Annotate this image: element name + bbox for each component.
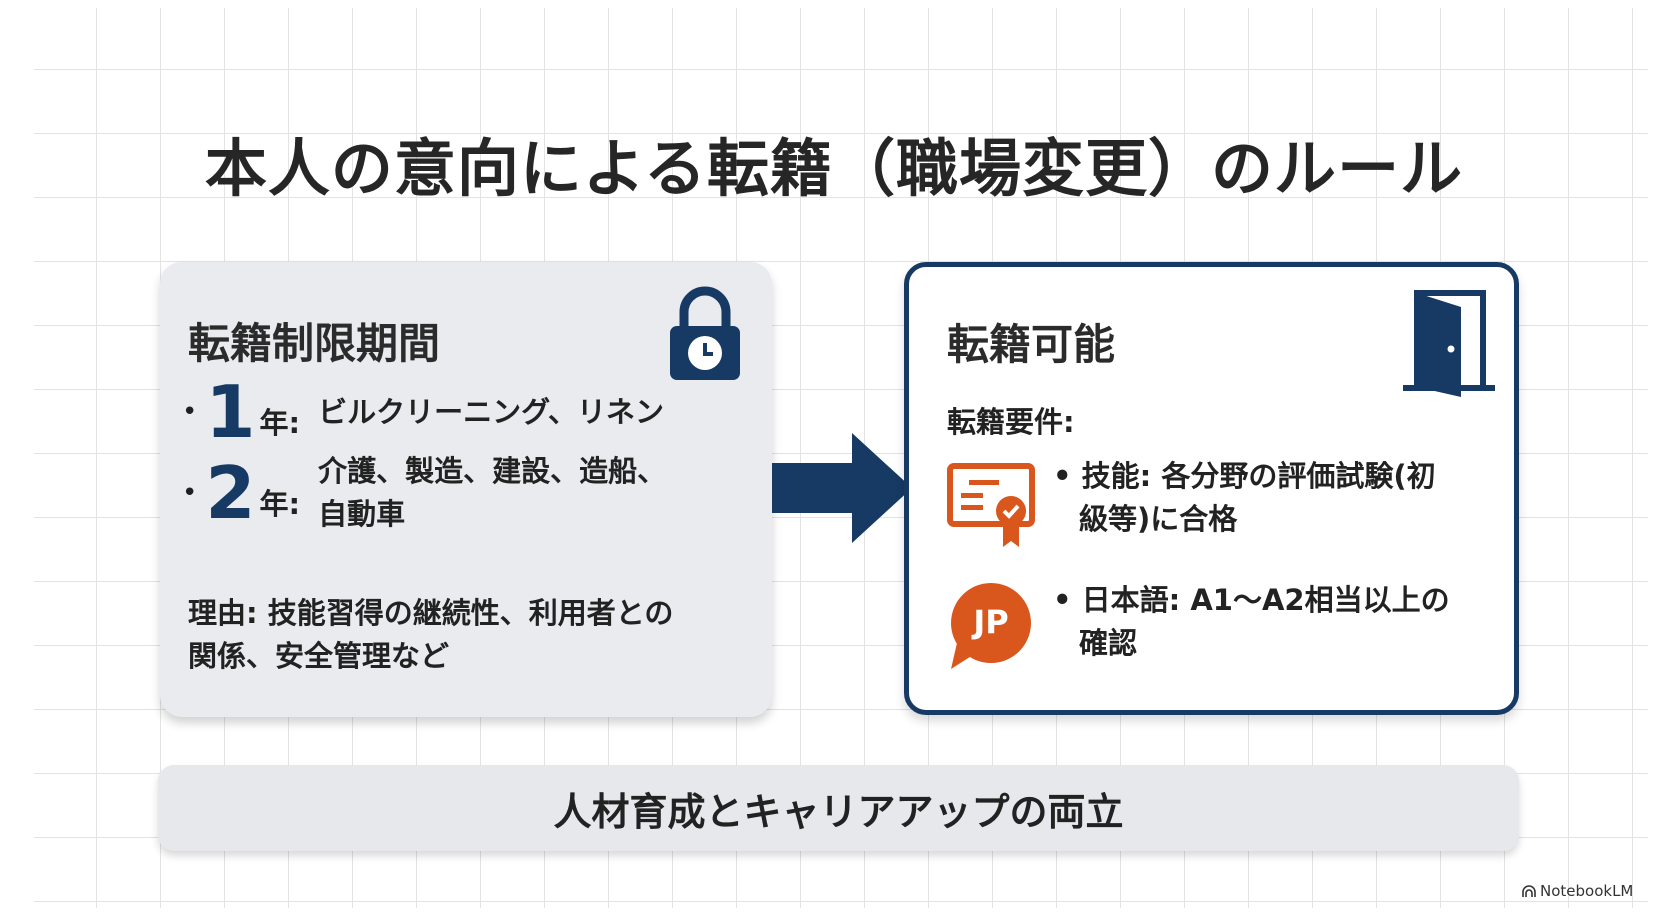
- right-arrow-icon: [772, 433, 912, 543]
- notebooklm-logo-icon: [1522, 885, 1536, 897]
- jp-speech-bubble-icon: JP: [945, 583, 1035, 673]
- lock-clock-icon: [670, 286, 740, 380]
- list-item: • 技能: 各分野の評価試験(初 級等)に合格: [1053, 459, 1436, 536]
- bottom-banner: 人材育成とキャリアアップの両立: [158, 765, 1519, 851]
- list-item: • 2 年: 介護、製造、建設、造船、 自動車: [182, 451, 667, 535]
- year-number: 2: [205, 451, 256, 535]
- card-heading: 転籍制限期間: [188, 319, 441, 368]
- year-number: 1: [205, 370, 256, 454]
- page-title: 本人の意向による転籍（職場変更）のルール: [204, 132, 1464, 205]
- notebooklm-watermark: NotebookLM: [1522, 882, 1633, 900]
- reason-text: 理由: 技能習得の継続性、利用者との 関係、安全管理など: [188, 596, 674, 673]
- transfer-restriction-card: 転籍制限期間 • 1 年: ビルクリーニング、リネン • 2 年: 介護、製造、…: [160, 262, 772, 717]
- list-item: • 日本語: A1〜A2相当以上の 確認: [1053, 583, 1450, 660]
- certificate-icon: [947, 463, 1035, 547]
- transfer-possible-card: 転籍可能 転籍要件: • 技能: 各分野の評価試験(初 級等)に合格 JP • …: [904, 262, 1519, 715]
- door-icon: [1403, 290, 1495, 397]
- requirements-label: 転籍要件:: [947, 405, 1075, 439]
- card-heading: 転籍可能: [947, 320, 1116, 369]
- list-item: • 1 年: ビルクリーニング、リネン: [182, 370, 665, 454]
